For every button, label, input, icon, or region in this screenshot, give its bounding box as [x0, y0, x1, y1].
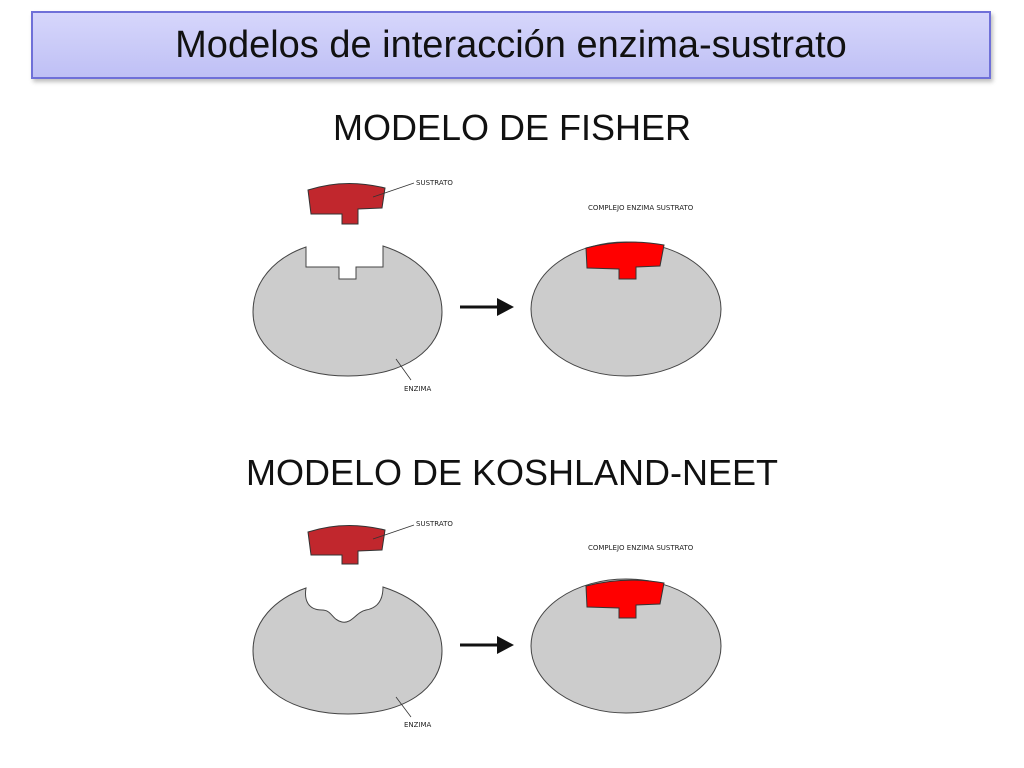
- koshland-complex-label: COMPLEJO ENZIMA SUSTRATO: [588, 544, 694, 552]
- fisher-enzyme-label: ENZIMA: [404, 385, 432, 393]
- koshland-arrow: [460, 636, 514, 654]
- fisher-substrate: [307, 182, 386, 225]
- fisher-complex-substrate: [585, 241, 665, 280]
- fisher-diagram: SUSTRATO ENZIMA COMPLEJO ENZIMA SUSTRATO: [252, 179, 722, 393]
- koshland-enzyme-leader: [395, 696, 412, 718]
- koshland-complex-enzyme: [530, 578, 722, 714]
- koshland-heading: MODELO DE KOSHLAND-NEET: [245, 452, 779, 493]
- koshland-complex-substrate: [585, 579, 665, 619]
- fisher-arrow: [460, 298, 514, 316]
- fisher-enzyme-leader: [395, 358, 412, 381]
- slide-title-box: Modelos de interacción enzima-sustrato: [31, 11, 991, 79]
- koshland-substrate-leader: [372, 524, 415, 540]
- fisher-substrate-leader: [372, 182, 415, 198]
- koshland-enzyme-label: ENZIMA: [404, 721, 432, 729]
- fisher-enzyme: [252, 245, 443, 377]
- koshland-substrate: [307, 524, 386, 565]
- fisher-complex-label: COMPLEJO ENZIMA SUSTRATO: [588, 204, 694, 212]
- koshland-enzyme: [252, 586, 443, 715]
- koshland-substrate-label: SUSTRATO: [416, 520, 453, 528]
- fisher-substrate-label: SUSTRATO: [416, 179, 453, 187]
- koshland-diagram: SUSTRATO ENZIMA COMPLEJO ENZIMA SUSTRATO: [252, 520, 722, 729]
- fisher-heading: MODELO DE FISHER: [332, 107, 692, 148]
- slide-title: Modelos de interacción enzima-sustrato: [175, 23, 847, 66]
